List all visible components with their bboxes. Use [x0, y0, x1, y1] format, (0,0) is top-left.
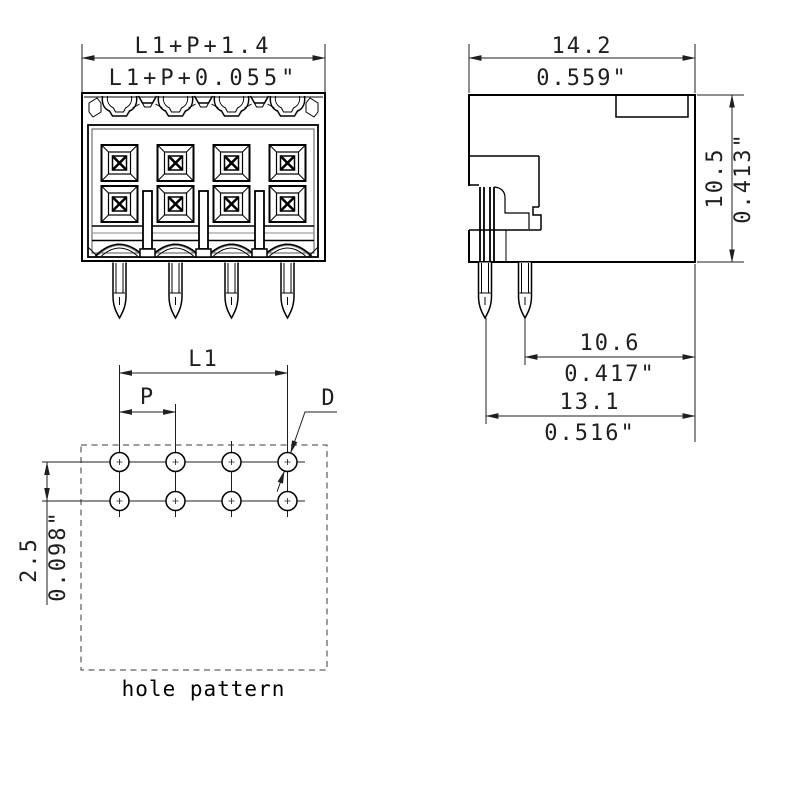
hole-diameter-label: D — [321, 386, 336, 411]
front-width-dimension: L1+P+1.4 L1+P+0.055" — [81, 34, 326, 92]
right-end-chamfer — [305, 97, 319, 118]
front-width-inch-label: L1+P+0.055" — [109, 66, 299, 91]
left-end-chamfer — [88, 97, 102, 118]
span-dimension: L1 — [118, 347, 289, 376]
hole-pattern-view: L1 P D 2.5 0.098" hole pattern — [17, 347, 337, 701]
side-height-dimension: 10.5 0.413" — [697, 94, 756, 263]
pitch-label: P — [140, 385, 155, 410]
pin-to-edge-dimension: 10.6 0.417" 13.1 0.516" — [485, 264, 696, 446]
side-height-inch-label: 0.413" — [731, 132, 756, 223]
solder-pin — [168, 261, 183, 319]
holes — [109, 451, 298, 512]
pcb-outline-dashed — [80, 444, 328, 671]
plug-opening-scallops — [88, 95, 319, 118]
solder-pin — [280, 261, 295, 319]
side-width-mm-label: 14.2 — [552, 34, 613, 59]
far-pin-to-edge-mm-label: 13.1 — [560, 390, 621, 415]
hole-pattern-caption: hole pattern — [122, 677, 286, 701]
span-label: L1 — [188, 347, 219, 372]
solder-pin — [477, 261, 493, 319]
internal-pin-shafts — [479, 187, 495, 261]
pin-to-edge-mm-label: 10.6 — [580, 331, 641, 356]
side-body — [468, 94, 696, 263]
side-width-dimension: 14.2 0.559" — [468, 34, 696, 93]
row-gap-mm-label: 2.5 — [17, 537, 42, 583]
side-view: 14.2 0.559" 10.5 0.413" 10.6 0.417" — [468, 34, 756, 446]
row-gap-dimension: 2.5 0.098" — [17, 461, 71, 605]
pin-to-edge-inch-label: 0.417" — [564, 362, 655, 387]
solder-pin — [224, 261, 239, 319]
side-solder-pins — [477, 261, 533, 319]
front-width-mm-label: L1+P+1.4 — [135, 34, 273, 59]
front-view: L1+P+1.4 L1+P+0.055" — [81, 34, 326, 319]
row-gap-inch-label: 0.098" — [46, 510, 71, 601]
latch-recess — [615, 94, 689, 118]
front-housing — [81, 92, 326, 262]
solder-pin — [517, 261, 533, 319]
side-width-inch-label: 0.559" — [536, 66, 627, 91]
separator-posts — [139, 190, 268, 258]
hole-diameter-callout: D — [276, 386, 337, 492]
pitch-dimension: P — [118, 385, 177, 415]
solder-pin — [112, 261, 127, 319]
front-solder-pins — [112, 261, 295, 319]
side-height-mm-label: 10.5 — [703, 148, 728, 209]
far-pin-to-edge-inch-label: 0.516" — [544, 421, 635, 446]
